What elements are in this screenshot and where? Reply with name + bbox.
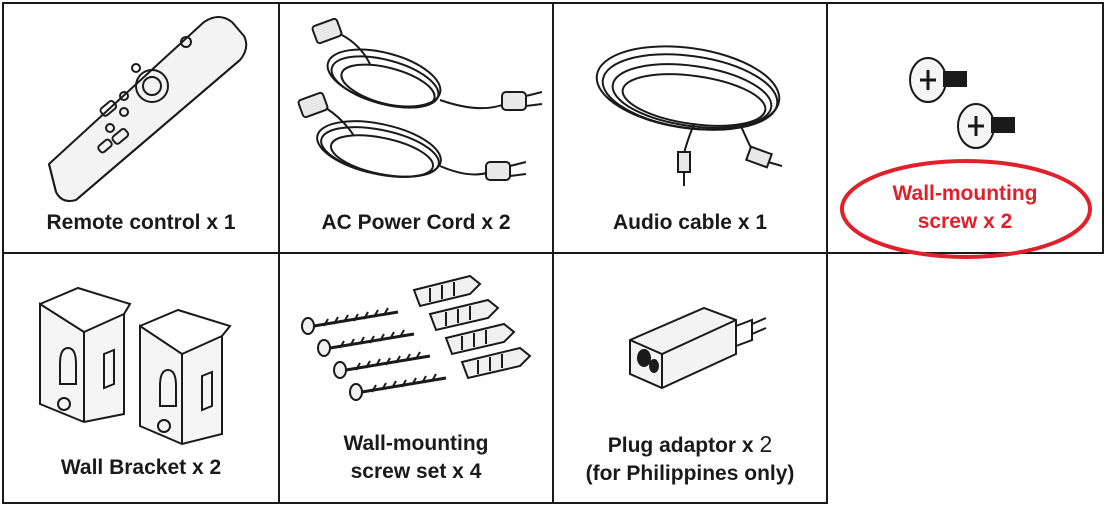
item-label-text: Plug adaptor x — [607, 434, 760, 457]
item-label-line-2: screw x 2 — [917, 210, 1013, 233]
item-cell-audio-cable: Audio cable x 1 — [552, 2, 828, 254]
item-cell-wall-mounting-screw-set: Wall-mounting screw set x 4 — [278, 252, 554, 504]
plug-adaptor-icon — [629, 306, 767, 390]
item-label-line-1: Wall-mounting — [892, 182, 1038, 205]
item-label-line-1: Wall-mounting — [343, 432, 489, 455]
item-label-line-2: screw set x 4 — [350, 460, 482, 483]
item-label: AC Power Cord x 2 — [321, 211, 511, 234]
screw-icon — [909, 57, 1015, 149]
item-cell-remote-control: Remote control x 1 — [2, 2, 280, 254]
item-cell-ac-power-cord: AC Power Cord x 2 — [278, 2, 554, 254]
audio-cable-icon — [595, 45, 783, 186]
remote-control-icon — [48, 16, 248, 202]
screw-set-icon — [301, 274, 532, 401]
item-label-qty: 2 — [759, 431, 773, 457]
highlight-ellipse — [840, 159, 1092, 259]
item-cell-wall-mounting-screw: Wall-mounting screw x 2 — [826, 2, 1104, 259]
power-cord-icon — [297, 17, 543, 181]
item-label: Audio cable x 1 — [612, 211, 768, 234]
item-cell-wall-bracket: Wall Bracket x 2 — [2, 252, 280, 504]
item-label: Wall-mounting screw x 2 — [828, 180, 1102, 236]
item-label-line-1: Plug adaptor x 2 — [554, 430, 826, 460]
item-label: Plug adaptor x 2 (for Philippines only) — [554, 430, 826, 488]
item-label: Wall Bracket x 2 — [60, 456, 222, 479]
item-label: Remote control x 1 — [46, 211, 236, 234]
item-cell-plug-adaptor: Plug adaptor x 2 (for Philippines only) — [552, 252, 828, 504]
wall-bracket-icon — [39, 286, 232, 446]
item-label-line-2: (for Philippines only) — [585, 462, 795, 485]
item-label: Wall-mounting screw set x 4 — [280, 430, 552, 486]
